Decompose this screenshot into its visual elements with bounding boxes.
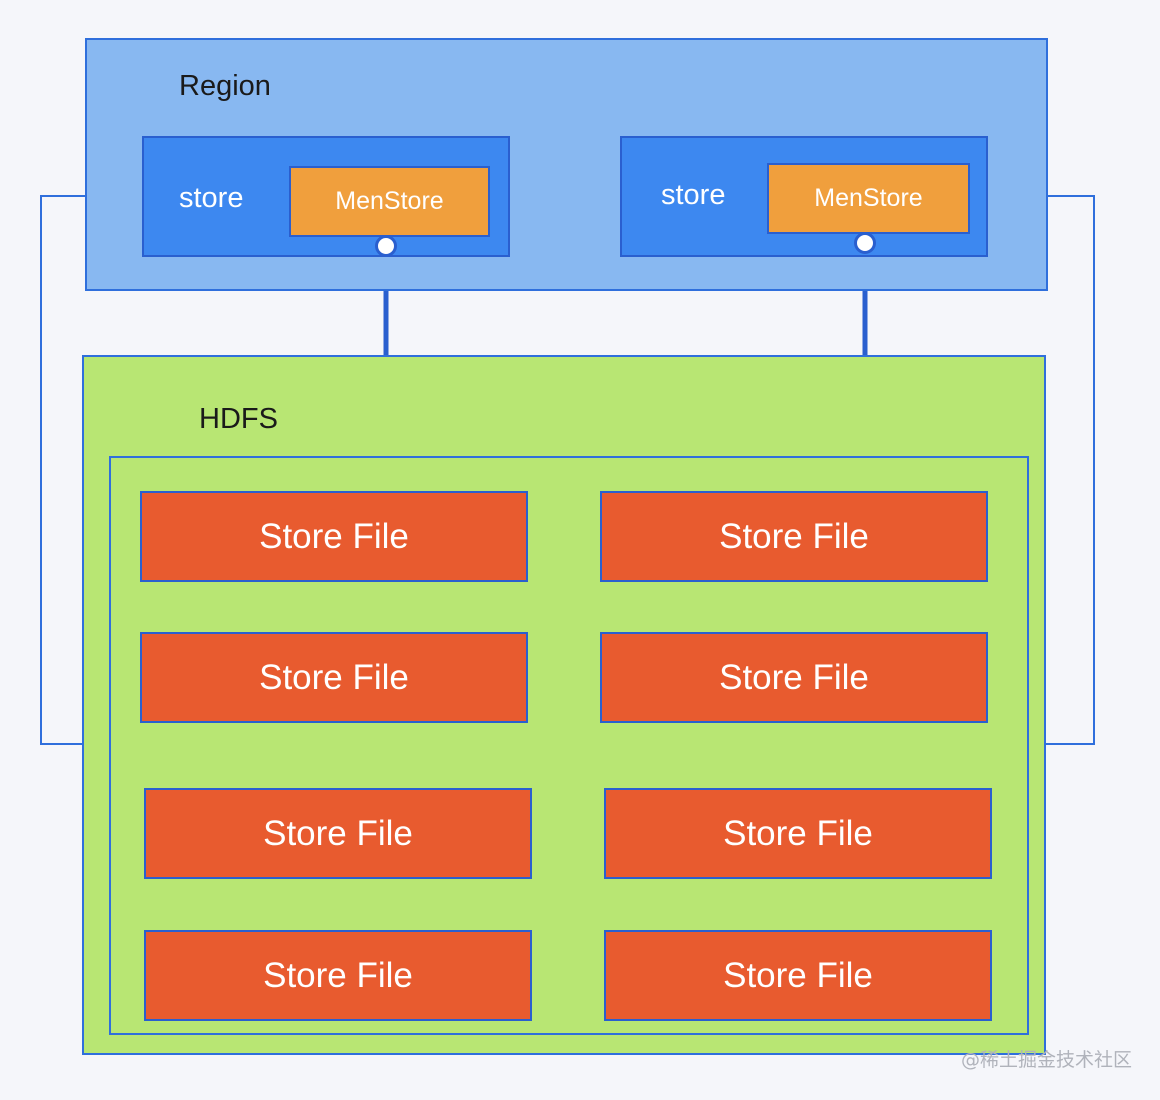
store-box-left: store MenStore	[142, 136, 510, 257]
store-file: Store File	[140, 632, 528, 723]
memstore-box: MenStore	[289, 166, 490, 237]
watermark: @稀土掘金技术社区	[960, 1049, 1132, 1071]
memstore-box: MenStore	[767, 163, 970, 234]
store-file: Store File	[144, 930, 532, 1021]
region-title: Region	[179, 70, 271, 102]
store-file-container: Store File Store File Store File Store F…	[109, 456, 1029, 1035]
store-file: Store File	[600, 491, 988, 582]
store-label: store	[179, 182, 244, 214]
store-file: Store File	[604, 930, 992, 1021]
hdfs-box: HDFS Store File Store File Store File St…	[82, 355, 1046, 1055]
hdfs-title: HDFS	[199, 403, 278, 435]
store-box-right: store MenStore	[620, 136, 988, 257]
store-label: store	[661, 179, 726, 211]
store-file: Store File	[140, 491, 528, 582]
left-arrow-origin-dot	[375, 235, 397, 257]
store-file: Store File	[604, 788, 992, 879]
store-file: Store File	[144, 788, 532, 879]
store-file: Store File	[600, 632, 988, 723]
right-arrow-origin-dot	[854, 232, 876, 254]
region-box: Region store MenStore store MenStore	[85, 38, 1048, 291]
